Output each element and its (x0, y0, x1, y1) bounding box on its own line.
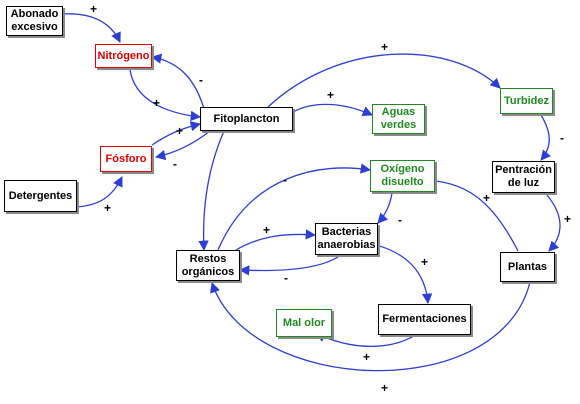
node-fitoplancton: Fitoplancton (200, 107, 293, 131)
arrow-fitoplancton-turbidez (267, 53, 501, 108)
sign-abonado-nitrogeno: + (90, 2, 98, 16)
sign-plantas-oxigeno: + (483, 191, 491, 205)
node-detergentes: Detergentes (4, 180, 77, 212)
sign-plantas-restos: + (381, 381, 389, 395)
node-fosforo: Fósforo (100, 146, 152, 172)
sign-fosforo-fitoplancton: + (176, 124, 184, 138)
sign-fermentaciones-malolor: + (363, 350, 371, 364)
arrow-bacterias-fermentaciones (375, 244, 433, 305)
arrow-restos-bacterias (235, 229, 317, 251)
arrow-fitoplancton-fosforo (154, 130, 211, 161)
sign-nitrogeno-fitoplancton: + (153, 96, 161, 110)
sign-fitoplancton-fosforo: - (173, 157, 177, 171)
arrow-penetracion-plantas (546, 194, 561, 252)
sign-penetracion-plantas: + (564, 212, 572, 226)
node-fermentaciones: Fermentaciones (378, 304, 471, 335)
node-penetracion-de-luz: Pentración de luz (492, 161, 555, 193)
sign-bacterias-restos: - (284, 271, 288, 285)
arrow-turbidez-penetracion (540, 114, 551, 161)
node-mal-olor: Mal olor (276, 309, 332, 337)
node-plantas: Plantas (500, 252, 555, 282)
arrow-restos-oxigeno (217, 163, 372, 251)
sign-oxigeno-bacterias: - (398, 213, 402, 227)
node-aguas-verdes: Aguas verdes (372, 104, 425, 134)
sign-bacterias-fermentaciones: + (421, 255, 429, 269)
node-oxigeno-disuelto: Oxígeno disuelto (370, 160, 435, 192)
arrow-detergentes-fosforo (76, 176, 123, 208)
sign-restos-oxigeno: - (283, 173, 287, 187)
sign-detergentes-fosforo: + (104, 201, 112, 215)
node-bacterias-anaerobias: Bacterias anaerobias (315, 223, 378, 255)
sign-fitoplancton-aguas: + (327, 88, 335, 102)
arrow-abonado-nitrogeno (61, 13, 121, 43)
node-nitrogeno: Nitrógeno (95, 44, 152, 68)
arrow-nitrogeno-fitoplancton (129, 69, 202, 122)
arrow-fermentaciones-malolor (315, 331, 421, 347)
arrow-plantas-restos (210, 281, 531, 372)
sign-fitoplancton-nitrogeno: - (199, 73, 203, 87)
sign-turbidez-penetracion: - (560, 131, 564, 145)
arrow-fosforo-fitoplancton (151, 121, 202, 146)
arrow-fitoplancton-restos (198, 130, 225, 252)
arrow-fitoplancton-nitrogeno (150, 53, 206, 113)
arrow-fitoplancton-aguas (292, 103, 373, 116)
arrow-bacterias-restos (238, 256, 339, 276)
sign-restos-bacterias: + (263, 223, 271, 237)
sign-fitoplancton-turbidez: + (381, 40, 389, 54)
node-turbidez: Turbidez (500, 88, 553, 114)
node-abonado-excesivo: Abonado excesivo (6, 6, 63, 36)
node-restos-organicos: Restos orgánicos (176, 250, 240, 281)
arrow-oxigeno-bacterias (377, 192, 393, 224)
